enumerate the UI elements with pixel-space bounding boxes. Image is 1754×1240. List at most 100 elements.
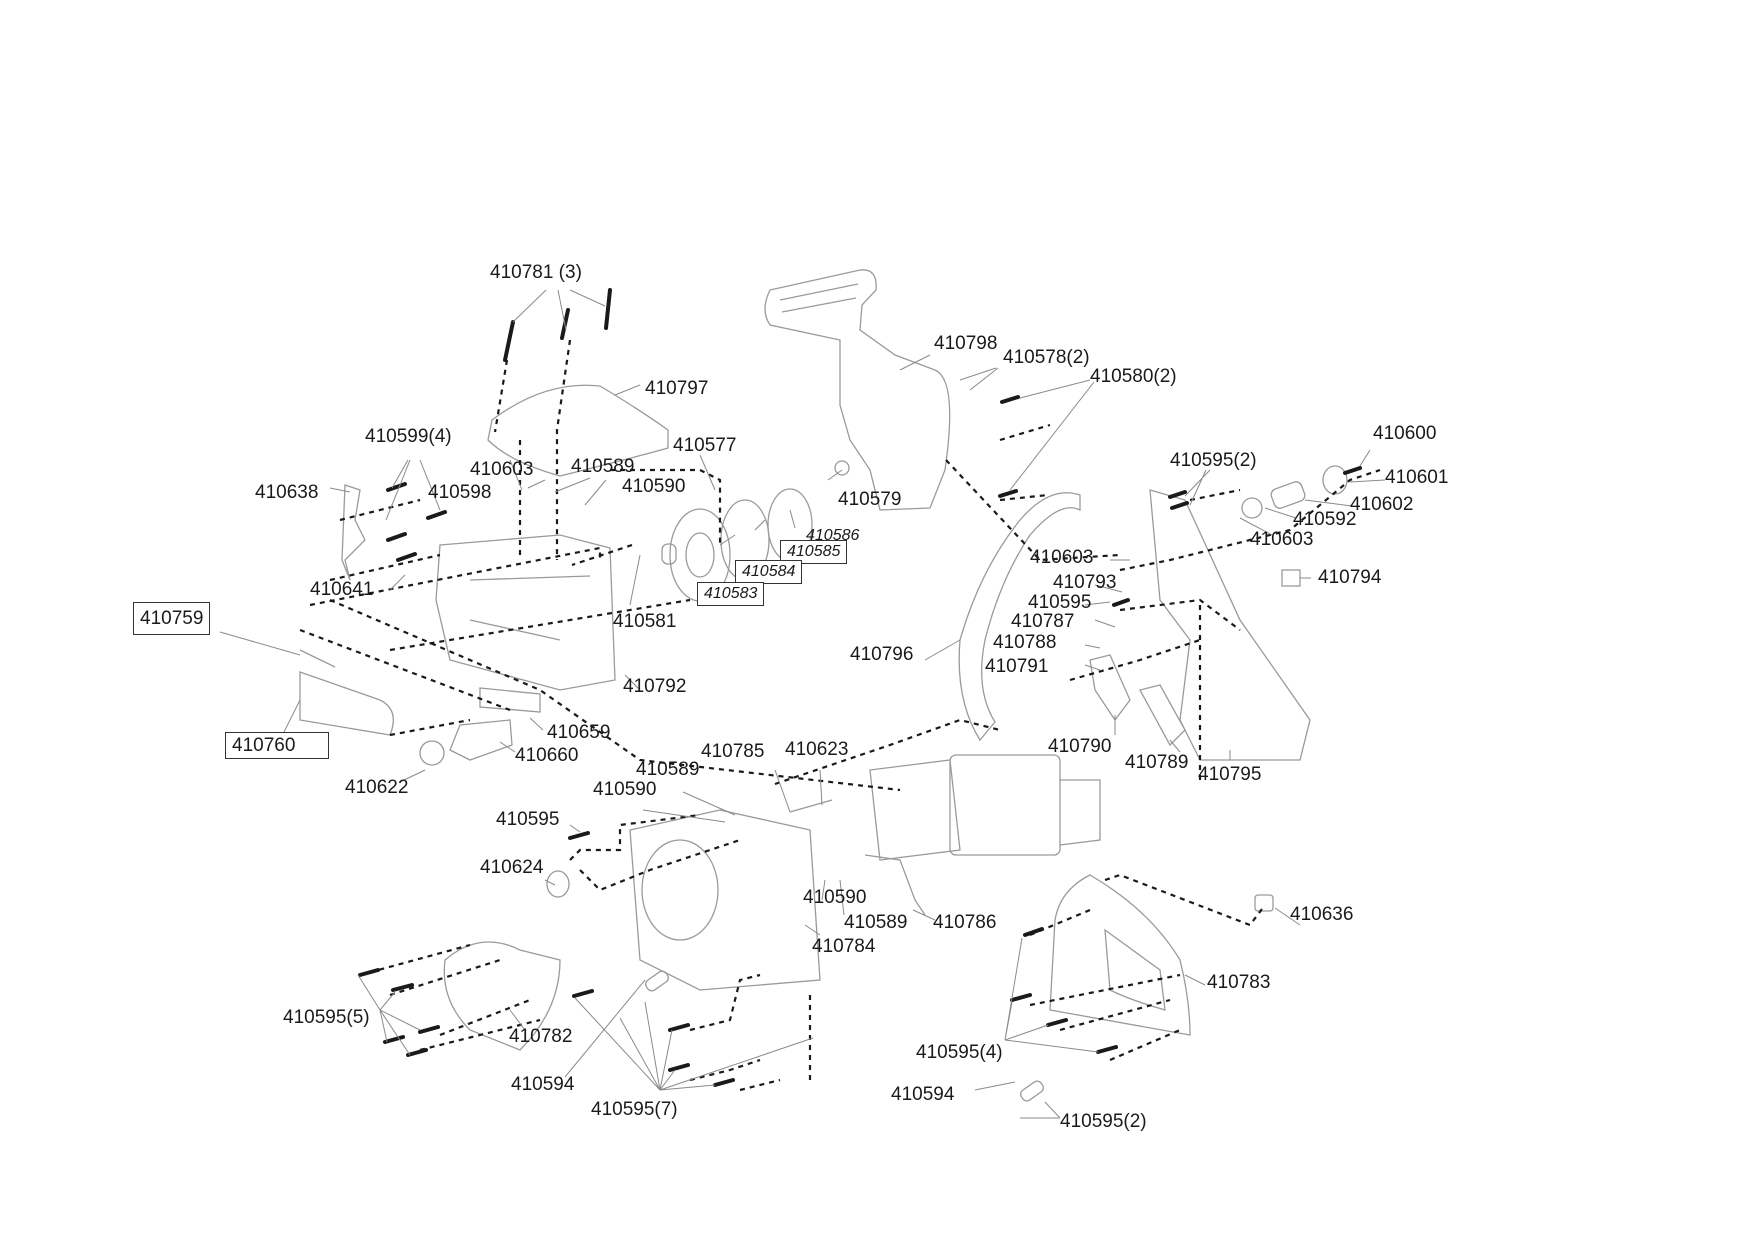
screw-part [503, 320, 515, 362]
screw-part [391, 983, 414, 992]
label-410595-qty4: 410595(4) [916, 1042, 1003, 1063]
label-410594-left: 410594 [511, 1074, 575, 1095]
label-410796: 410796 [850, 644, 914, 665]
label-410590-lower: 410590 [593, 779, 657, 800]
label-410781: 410781 (3) [490, 262, 582, 283]
label-410595-qty5: 410595(5) [283, 1007, 370, 1028]
label-410759: 410759 [133, 602, 211, 635]
label-410580-qty2: 410580(2) [1090, 366, 1177, 387]
label-410581: 410581 [613, 611, 677, 632]
label-410595-mid: 410595 [1028, 592, 1092, 613]
screw-part [426, 510, 447, 520]
label-410589: 410589 [571, 456, 635, 477]
label-410636: 410636 [1290, 904, 1354, 925]
label-410603: 410603 [470, 459, 534, 480]
label-410598: 410598 [428, 482, 492, 503]
label-410602: 410602 [1350, 494, 1414, 515]
screw-part [713, 1078, 735, 1087]
screw-part [572, 989, 594, 998]
screw-part [1046, 1018, 1068, 1027]
label-410792: 410792 [623, 676, 687, 697]
label-410590-right: 410590 [803, 887, 867, 908]
label-410660: 410660 [515, 745, 579, 766]
front-handle-guard-part [764, 269, 951, 511]
label-410603-mid: 410603 [1030, 547, 1094, 568]
label-410797: 410797 [645, 378, 709, 399]
label-410798: 410798 [934, 333, 998, 354]
label-410589-right: 410589 [844, 912, 908, 933]
label-410603-right: 410603 [1250, 529, 1314, 550]
screw-part [386, 532, 407, 542]
side-cover-part [1149, 489, 1311, 761]
screw-part [406, 1048, 428, 1057]
brake-band-part [1139, 684, 1186, 747]
screw-part [604, 288, 612, 330]
sprocket-part [1254, 894, 1274, 912]
screw-part [998, 489, 1018, 498]
label-410638: 410638 [255, 482, 319, 503]
sprocket-cover-part [1049, 874, 1191, 1036]
label-410601: 410601 [1385, 467, 1449, 488]
label-410794: 410794 [1318, 567, 1382, 588]
screw-part [1112, 598, 1130, 607]
screw-part [568, 831, 590, 840]
label-410793: 410793 [1053, 572, 1117, 593]
label-410790: 410790 [1048, 736, 1112, 757]
label-410659: 410659 [547, 722, 611, 743]
screw-part [386, 482, 407, 492]
label-410624: 410624 [480, 857, 544, 878]
oil-cap-part [419, 740, 445, 766]
label-410584: 410584 [735, 560, 803, 584]
engine-block-part [949, 754, 1061, 856]
label-410795: 410795 [1198, 764, 1262, 785]
label-410788: 410788 [993, 632, 1057, 653]
label-410785: 410785 [701, 741, 765, 762]
label-410641: 410641 [310, 579, 374, 600]
label-410782: 410782 [509, 1026, 573, 1047]
rod-part [789, 799, 833, 813]
label-410590: 410590 [622, 476, 686, 497]
screw-part [668, 1063, 690, 1072]
label-410583: 410583 [697, 582, 765, 606]
guide-bar-part [299, 671, 394, 736]
label-410595-qty2-top: 410595(2) [1170, 450, 1257, 471]
screw-part [1170, 501, 1189, 510]
label-410577: 410577 [673, 435, 737, 456]
label-410595-qty2-bottom: 410595(2) [1060, 1111, 1147, 1132]
saw-chain-part [299, 649, 336, 668]
screw-part [1168, 490, 1187, 499]
throttle-link-part [864, 854, 926, 916]
label-410578-qty2: 410578(2) [1003, 347, 1090, 368]
label-410586: 410586 [806, 527, 860, 544]
label-410789: 410789 [1125, 752, 1189, 773]
label-410595-qty7: 410595(7) [591, 1099, 678, 1120]
screw-part [358, 968, 380, 977]
label-410595-lower: 410595 [496, 809, 560, 830]
top-cover-part [487, 384, 669, 477]
label-410589-lower: 410589 [636, 759, 700, 780]
label-410623: 410623 [785, 739, 849, 760]
label-410594-right: 410594 [891, 1084, 955, 1105]
screw-part [383, 1035, 405, 1044]
screw-part [1343, 466, 1362, 475]
screw-part [418, 1025, 440, 1034]
screw-part [396, 552, 417, 562]
left-housing-part [435, 534, 616, 691]
screw-part [1000, 395, 1020, 404]
label-410787: 410787 [1011, 611, 1075, 632]
label-410592: 410592 [1293, 509, 1357, 530]
screw-part [1023, 927, 1044, 937]
label-410599: 410599(4) [365, 426, 452, 447]
label-410600: 410600 [1373, 423, 1437, 444]
screw-part [1096, 1045, 1118, 1054]
starter-cover-part [443, 941, 561, 1051]
label-410579: 410579 [838, 489, 902, 510]
oil-tank-part [449, 719, 513, 761]
crankcase-part [629, 809, 821, 991]
label-410760: 410760 [225, 732, 329, 759]
screw-part [668, 1023, 690, 1032]
wrap-handle-part [958, 492, 1081, 742]
label-410783: 410783 [1207, 972, 1271, 993]
